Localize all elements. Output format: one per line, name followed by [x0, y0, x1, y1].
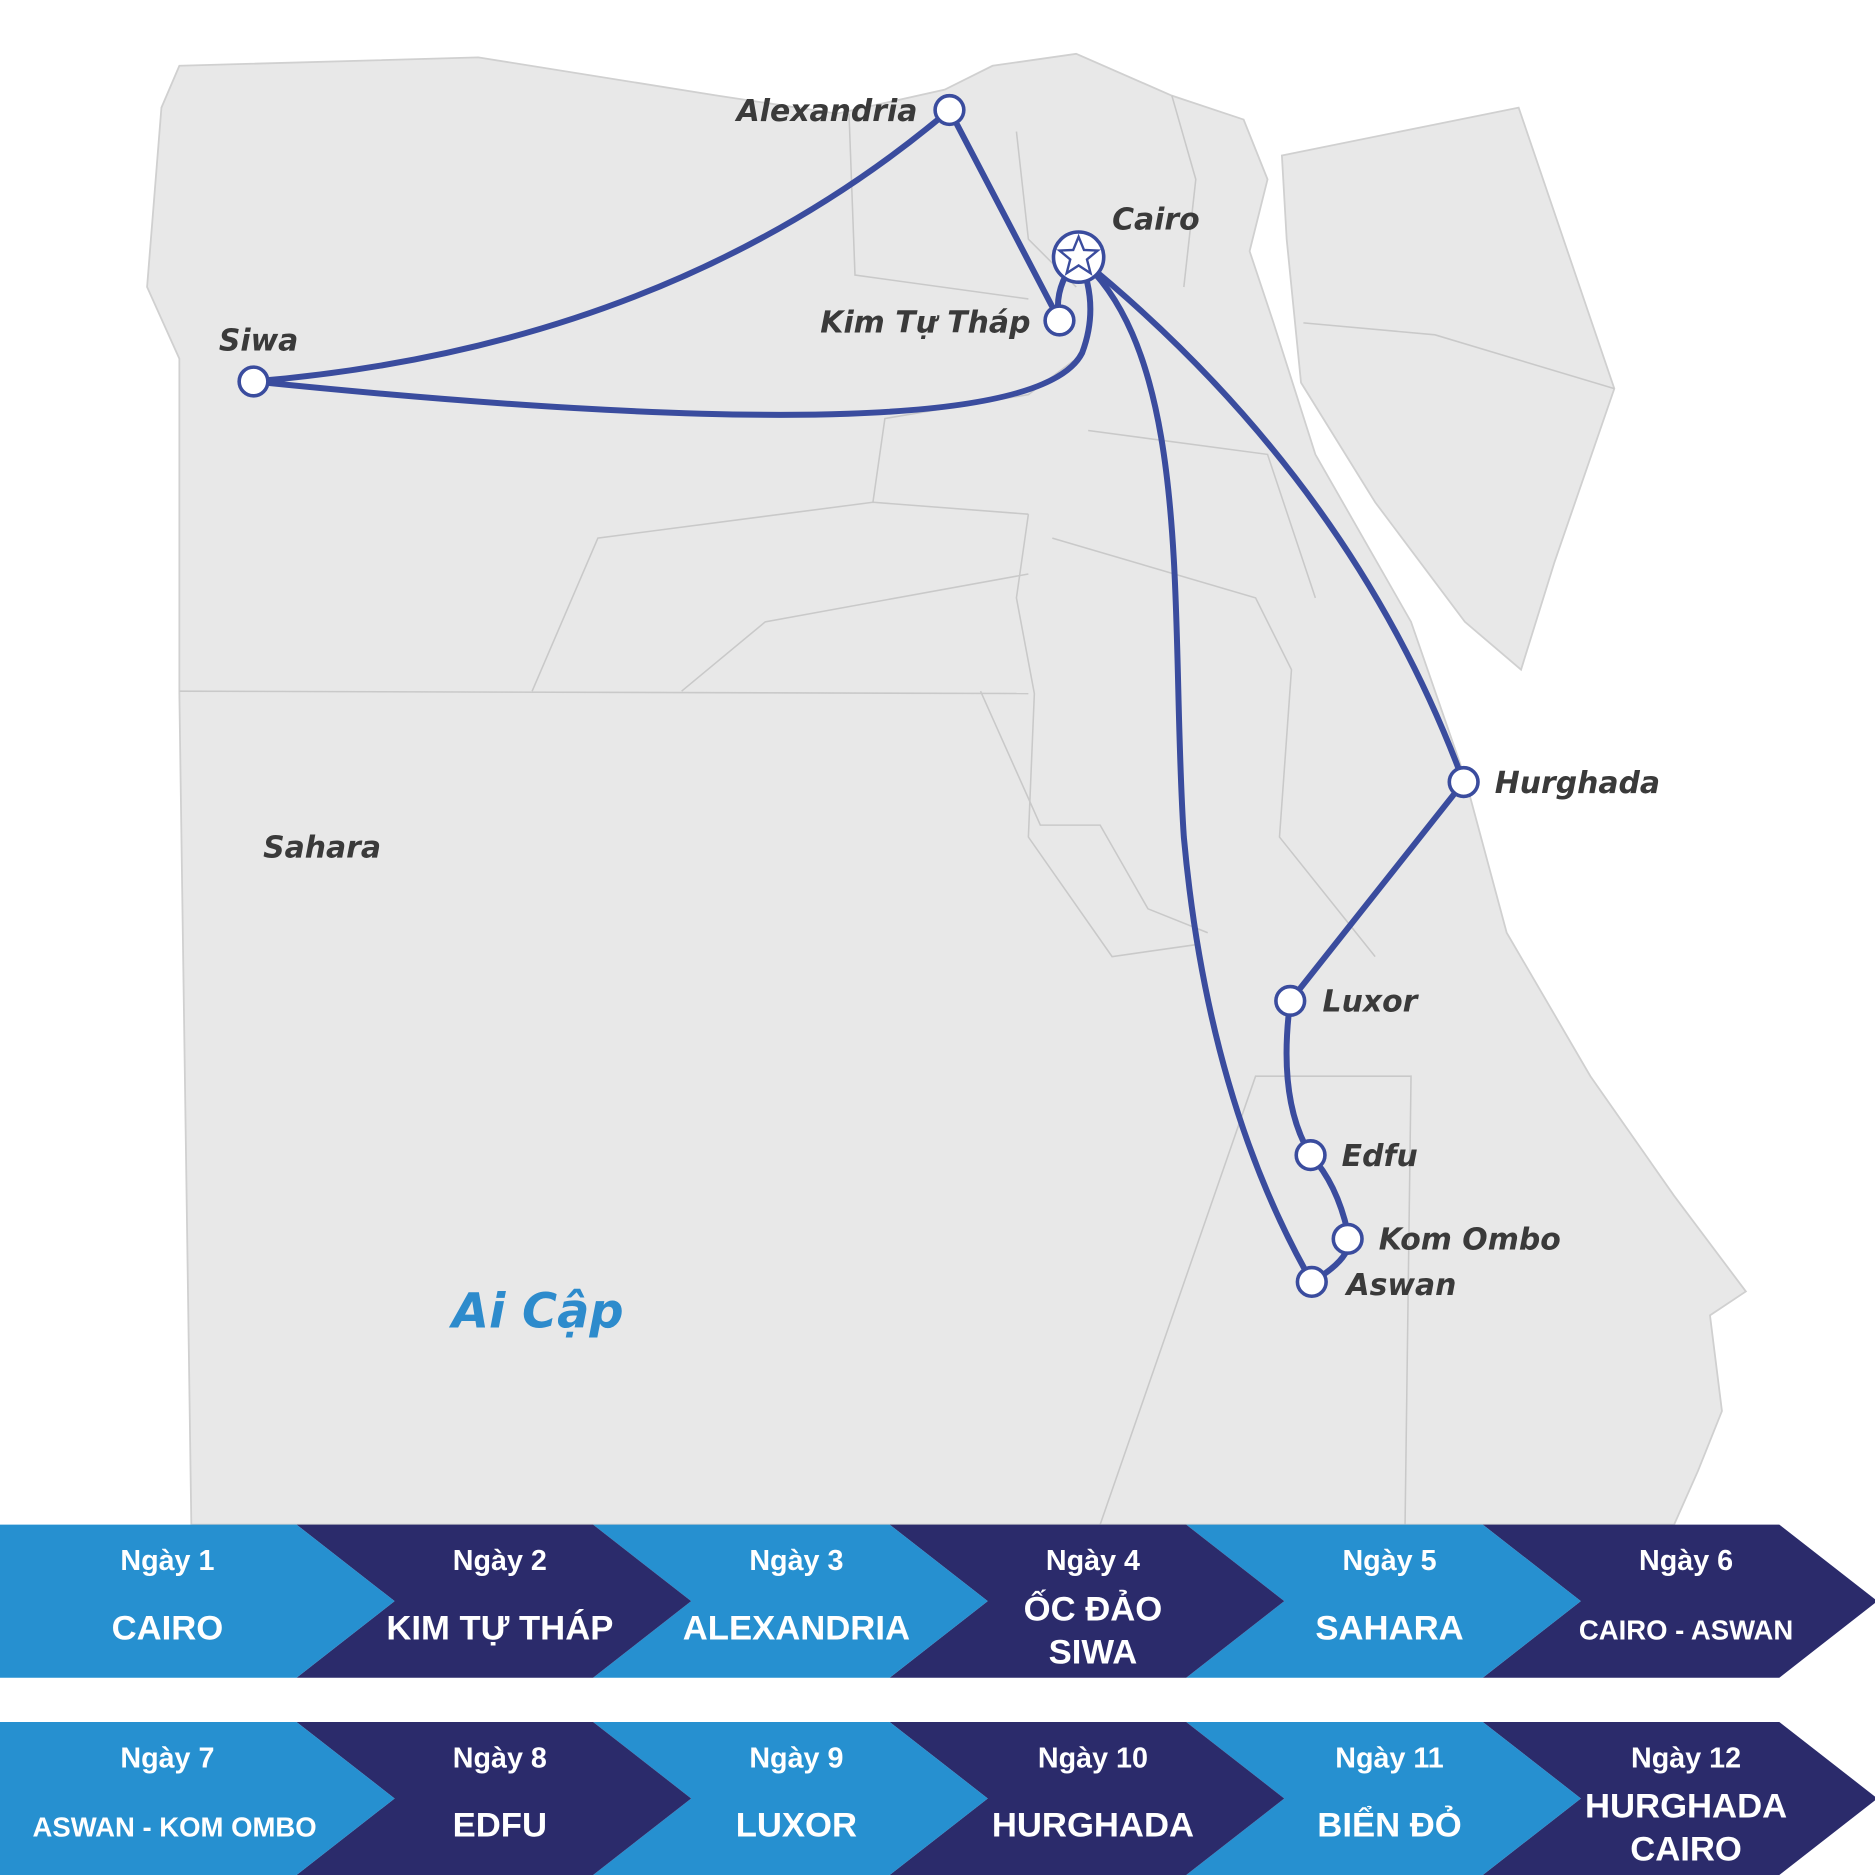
route-siwa-cairo [250, 254, 1094, 418]
destination-label: HURGHADA [1585, 1788, 1787, 1826]
marker-alexandria[interactable] [933, 93, 966, 127]
destination-label: BIỂN ĐỎ [1317, 1805, 1461, 1845]
destination-label: CAIRO [1630, 1831, 1742, 1869]
label-edfu: Edfu [1342, 1139, 1418, 1174]
route-alexandria-siwa [250, 107, 953, 385]
destination-label: CAIRO - ASWAN [1579, 1614, 1793, 1645]
chevron-shape [1186, 1524, 1581, 1678]
destination-label: HURGHADA [992, 1807, 1194, 1845]
route-luxor-hurghada [1287, 779, 1467, 1004]
itinerary-day-3[interactable]: Ngày 3 ALEXANDRIA [593, 1524, 988, 1678]
destination-label: SIWA [1049, 1633, 1138, 1671]
marker-aswan[interactable] [1295, 1265, 1328, 1299]
destination-label: KIM TỰ THÁP [386, 1607, 613, 1647]
itinerary-day-8[interactable]: Ngày 8 EDFU [296, 1721, 692, 1875]
destination-label: ỐC ĐẢO [1024, 1588, 1163, 1628]
day-label: Ngày 9 [749, 1742, 843, 1774]
label-luxor: Luxor [1323, 985, 1420, 1020]
itinerary-day-4[interactable]: Ngày 4 ỐC ĐẢO SIWA [889, 1524, 1285, 1678]
label-cairo: Cairo [1112, 203, 1200, 238]
label-hurghada: Hurghada [1495, 766, 1660, 801]
sinai-peninsula [1280, 106, 1616, 672]
itinerary-day-2[interactable]: Ngày 2 KIM TỰ THÁP [296, 1524, 692, 1678]
map-labels: Alexandria Cairo Kim Tự Tháp Siwa Hurgha… [219, 94, 1660, 1340]
label-aswan: Aswan [1344, 1268, 1456, 1303]
label-kom-ombo: Kom Ombo [1379, 1223, 1561, 1258]
day-label: Ngày 8 [453, 1742, 547, 1774]
chevron-shape [296, 1721, 692, 1875]
chevron-shape [889, 1721, 1285, 1875]
label-sahara: Sahara [263, 830, 381, 865]
destination-label: CAIRO [112, 1609, 224, 1647]
chevron-shape [889, 1524, 1285, 1678]
route-kim-tu-thap-alexandria [946, 107, 1063, 324]
chevron-shape [1186, 1721, 1581, 1875]
chevron-shape [593, 1721, 988, 1875]
label-alexandria: Alexandria [735, 94, 918, 129]
marker-cairo[interactable] [1051, 230, 1106, 285]
itinerary-day-7[interactable]: Ngày 7 ASWAN - KOM OMBO [0, 1721, 395, 1875]
route-hurghada-cairo [1075, 254, 1467, 786]
city-markers [237, 93, 1480, 1299]
star-icon [1056, 233, 1101, 276]
destination-label: LUXOR [736, 1807, 857, 1845]
day-label: Ngày 12 [1631, 1742, 1741, 1774]
day-label: Ngày 6 [1639, 1545, 1733, 1577]
destination-label: ALEXANDRIA [683, 1609, 910, 1647]
marker-hurghada[interactable] [1447, 765, 1480, 799]
itinerary-day-10[interactable]: Ngày 10 HURGHADA [889, 1721, 1285, 1875]
chevron-shape [1482, 1524, 1875, 1678]
chevron-shape [593, 1524, 988, 1678]
day-label: Ngày 2 [453, 1545, 547, 1577]
day-label: Ngày 7 [120, 1742, 214, 1774]
marker-luxor[interactable] [1274, 984, 1307, 1018]
marker-kim-tu-thap[interactable] [1043, 304, 1076, 337]
itinerary-day-12[interactable]: Ngày 12 HURGHADA CAIRO [1482, 1721, 1875, 1875]
label-kim-tu-thap: Kim Tự Tháp [820, 305, 1030, 340]
day-label: Ngày 5 [1342, 1545, 1436, 1577]
route-cairo-aswan [1075, 254, 1315, 1285]
destination-label: ASWAN - KOM OMBO [33, 1812, 317, 1843]
day-label: Ngày 4 [1046, 1545, 1140, 1577]
day-label: Ngày 11 [1335, 1742, 1443, 1774]
label-country: Ai Cập [448, 1284, 624, 1339]
destination-label: EDFU [453, 1807, 547, 1845]
itinerary-day-11[interactable]: Ngày 11 BIỂN ĐỎ [1186, 1721, 1581, 1875]
destination-label: SAHARA [1315, 1609, 1463, 1647]
itinerary-day-9[interactable]: Ngày 9 LUXOR [593, 1721, 988, 1875]
day-label: Ngày 3 [749, 1545, 843, 1577]
chevron-shape [0, 1721, 395, 1875]
day-label: Ngày 10 [1038, 1742, 1148, 1774]
itinerary-day-5[interactable]: Ngày 5 SAHARA [1186, 1524, 1581, 1678]
itinerary-day-1[interactable]: Ngày 1 CAIRO [0, 1524, 395, 1678]
marker-siwa[interactable] [237, 365, 270, 398]
label-siwa: Siwa [219, 323, 299, 358]
chevron-shape [1482, 1721, 1875, 1875]
marker-edfu[interactable] [1294, 1138, 1327, 1172]
chevron-shape [296, 1524, 692, 1678]
day-label: Ngày 1 [120, 1545, 214, 1577]
egypt-map [146, 52, 1748, 1526]
itinerary-day-6[interactable]: Ngày 6 CAIRO - ASWAN [1482, 1524, 1875, 1678]
chevron-shape [0, 1524, 395, 1678]
marker-kom-ombo[interactable] [1331, 1222, 1364, 1255]
